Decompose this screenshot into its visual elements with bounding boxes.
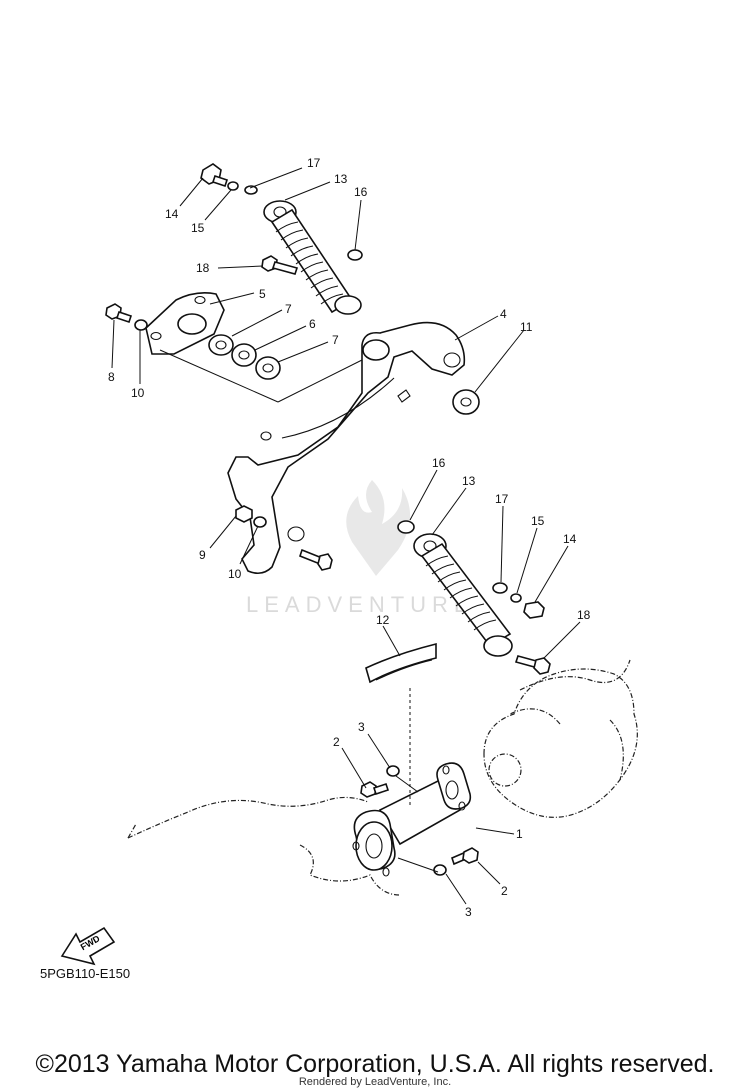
- callout-7: 7: [285, 302, 292, 316]
- fwd-arrow-icon: FWD: [60, 926, 116, 966]
- callout-17: 17: [495, 492, 509, 506]
- bolt-18-lower[interactable]: [514, 655, 551, 675]
- engine-outline: [127, 659, 638, 896]
- callout-18: 18: [196, 261, 210, 275]
- bearing-7-b[interactable]: [255, 356, 281, 380]
- callout-6: 6: [309, 317, 316, 331]
- washer-17-lower[interactable]: [492, 582, 508, 594]
- pipe-1[interactable]: [352, 762, 472, 877]
- copyright-notice: ©2013 Yamaha Motor Corporation, U.S.A. A…: [35, 1050, 715, 1078]
- bolt-14-upper[interactable]: [200, 163, 229, 188]
- washer-16-lower[interactable]: [397, 520, 415, 534]
- callout-14: 14: [563, 532, 577, 546]
- callouts: 17 13 16 14 15 18 5 7 6 7 4 11 8 10 16 1…: [108, 156, 591, 919]
- callout-10: 10: [228, 567, 242, 581]
- callout-8: 8: [108, 370, 115, 384]
- collar-6[interactable]: [231, 343, 257, 367]
- callout-15: 15: [191, 221, 205, 235]
- shock-absorber-upper[interactable]: [263, 200, 362, 315]
- callout-7: 7: [332, 333, 339, 347]
- bushing-11[interactable]: [452, 389, 480, 415]
- washer-15-lower[interactable]: [510, 593, 522, 603]
- bolt-swingarm[interactable]: [299, 548, 333, 571]
- washer-15-upper[interactable]: [227, 181, 239, 191]
- bracket-5[interactable]: [145, 292, 225, 355]
- callout-13: 13: [462, 474, 476, 488]
- callout-18: 18: [577, 608, 591, 622]
- diagram-code: 5PGB110-E150: [40, 966, 131, 981]
- washer-10-lower[interactable]: [253, 516, 267, 528]
- watermark-text: LEADVENTURE: [246, 592, 475, 617]
- callout-16: 16: [432, 456, 446, 470]
- bearing-7-a[interactable]: [208, 334, 234, 356]
- callout-1: 1: [516, 827, 523, 841]
- callout-4: 4: [500, 307, 507, 321]
- callout-3: 3: [358, 720, 365, 734]
- bolt-2-lower[interactable]: [451, 847, 479, 866]
- callout-9: 9: [199, 548, 206, 562]
- nut-9[interactable]: [235, 505, 253, 523]
- bolt-18-upper[interactable]: [261, 255, 299, 275]
- bolt-8[interactable]: [105, 303, 133, 324]
- callout-10: 10: [131, 386, 145, 400]
- callout-15: 15: [531, 514, 545, 528]
- bracket-4[interactable]: [227, 321, 466, 575]
- shock-absorber-lower[interactable]: [413, 533, 513, 657]
- callout-12: 12: [376, 613, 390, 627]
- washer-17-upper[interactable]: [244, 185, 258, 195]
- watermark: LEADVENTURE: [246, 480, 475, 617]
- callout-2: 2: [501, 884, 508, 898]
- washer-3-upper[interactable]: [386, 765, 400, 777]
- washer-3-lower[interactable]: [433, 864, 447, 876]
- callout-13: 13: [334, 172, 348, 186]
- callout-5: 5: [259, 287, 266, 301]
- callout-2: 2: [333, 735, 340, 749]
- callout-17: 17: [307, 156, 321, 170]
- bolt-2-upper[interactable]: [360, 781, 390, 798]
- washer-10-upper[interactable]: [134, 319, 148, 331]
- bolt-14-lower[interactable]: [523, 601, 545, 619]
- callout-14: 14: [165, 207, 179, 221]
- callout-11: 11: [520, 320, 533, 334]
- rendered-by-notice: Rendered by LeadVenture, Inc.: [298, 1076, 452, 1088]
- callout-3: 3: [465, 905, 472, 919]
- washer-16-upper[interactable]: [347, 249, 363, 261]
- label-12[interactable]: [365, 642, 437, 684]
- leader-lines: [111, 167, 581, 905]
- callout-16: 16: [354, 185, 368, 199]
